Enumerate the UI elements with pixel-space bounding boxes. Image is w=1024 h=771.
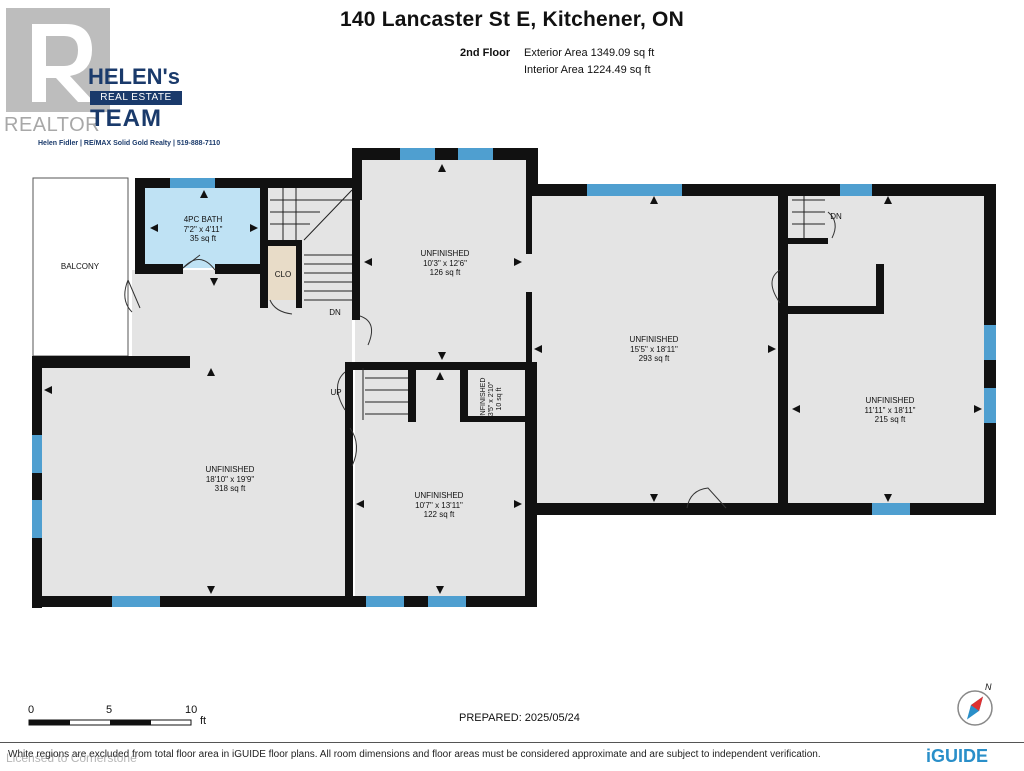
room-area: 126 sq ft xyxy=(429,268,461,277)
iguide-logo: iGUIDE xyxy=(926,746,989,766)
helens-team-word: TEAM xyxy=(90,105,162,132)
room-name: BALCONY xyxy=(60,262,100,271)
room-dims: 3'5" x 2'10" xyxy=(488,381,495,417)
room-name: UNFINISHED xyxy=(420,249,470,258)
room-4pc-bath: 4PC BATH 7'2" x 4'11" 35 sq ft xyxy=(158,215,248,244)
helens-contact: Helen Fidler | RE/MAX Solid Gold Realty … xyxy=(38,140,221,147)
scale-tick-10: 10 xyxy=(185,704,198,716)
realtor-wordmark: REALTOR xyxy=(4,114,101,136)
footer-divider xyxy=(0,742,1024,743)
room-area: 122 sq ft xyxy=(423,510,455,519)
room-name: UNFINISHED xyxy=(629,335,679,344)
room-dims: 7'2" x 4'11" xyxy=(183,224,223,234)
scale-tick-0: 0 xyxy=(28,704,35,716)
room-unfinished-mid: UNFINISHED 10'7" x 13'11" 122 sq ft xyxy=(389,491,489,520)
room-unfinished-right: UNFINISHED 11'11" x 18'11" 215 sq ft xyxy=(840,396,940,425)
room-closet: CLO xyxy=(268,270,298,280)
room-area: 318 sq ft xyxy=(214,484,246,493)
stairs-up-label: UP xyxy=(330,388,342,397)
helens-subtitle: REAL ESTATE xyxy=(90,91,182,105)
prepared-date: PREPARED: 2025/05/24 xyxy=(459,712,580,724)
room-dims: 10'3" x 12'6" xyxy=(423,258,467,268)
room-unfinished-top: UNFINISHED 10'3" x 12'6" 126 sq ft xyxy=(395,249,495,278)
room-unfinished-center: UNFINISHED 15'5" x 18'11" 293 sq ft xyxy=(604,335,704,364)
closet-floor xyxy=(268,246,298,300)
helens-name: HELEN's xyxy=(88,64,181,89)
interior-area: Interior Area 1224.49 sq ft xyxy=(524,64,651,76)
room-area: 293 sq ft xyxy=(638,354,670,363)
license-watermark: Licensed to Cornerstone xyxy=(6,751,137,765)
compass-icon: N xyxy=(955,682,997,728)
page-title: 140 Lancaster St E, Kitchener, ON xyxy=(340,8,684,31)
stairs-down-label: DN xyxy=(329,308,341,317)
room-name: UNFINISHED xyxy=(414,491,464,500)
room-area: 215 sq ft xyxy=(874,415,906,424)
room-name: 4PC BATH xyxy=(183,215,223,224)
helens-team-logo: HELEN's REAL ESTATE TEAM xyxy=(84,64,188,136)
room-unfinished-small: UNFINISHED 3'5" x 2'10" 10 sq ft xyxy=(480,359,504,439)
room-balcony: BALCONY xyxy=(50,262,110,272)
room-area: 10 sq ft xyxy=(496,387,503,411)
room-name: CLO xyxy=(274,270,292,279)
compass-north-label: N xyxy=(985,682,992,692)
scale-tick-5: 5 xyxy=(106,704,113,716)
room-area: 35 sq ft xyxy=(189,234,217,243)
room-dims: 15'5" x 18'11" xyxy=(630,344,678,354)
exterior-area: Exterior Area 1349.09 sq ft xyxy=(524,47,655,59)
room-dims: 18'10" x 19'9" xyxy=(205,474,255,484)
stairs-down-right-label: DN xyxy=(830,212,842,221)
scale-bar: 0 5 10 ft xyxy=(28,704,228,734)
room-name: UNFINISHED xyxy=(865,396,915,405)
room-dims: 10'7" x 13'11" xyxy=(415,500,463,510)
disclaimer-text: White regions are excluded from total fl… xyxy=(8,749,821,760)
scale-unit: ft xyxy=(200,715,207,727)
room-dims: 11'11" x 18'11" xyxy=(864,405,916,415)
room-unfinished-left: UNFINISHED 18'10" x 19'9" 318 sq ft xyxy=(180,465,280,494)
room-name: UNFINISHED xyxy=(480,377,487,421)
floor-name: 2nd Floor xyxy=(460,47,511,59)
room-name: UNFINISHED xyxy=(205,465,255,474)
